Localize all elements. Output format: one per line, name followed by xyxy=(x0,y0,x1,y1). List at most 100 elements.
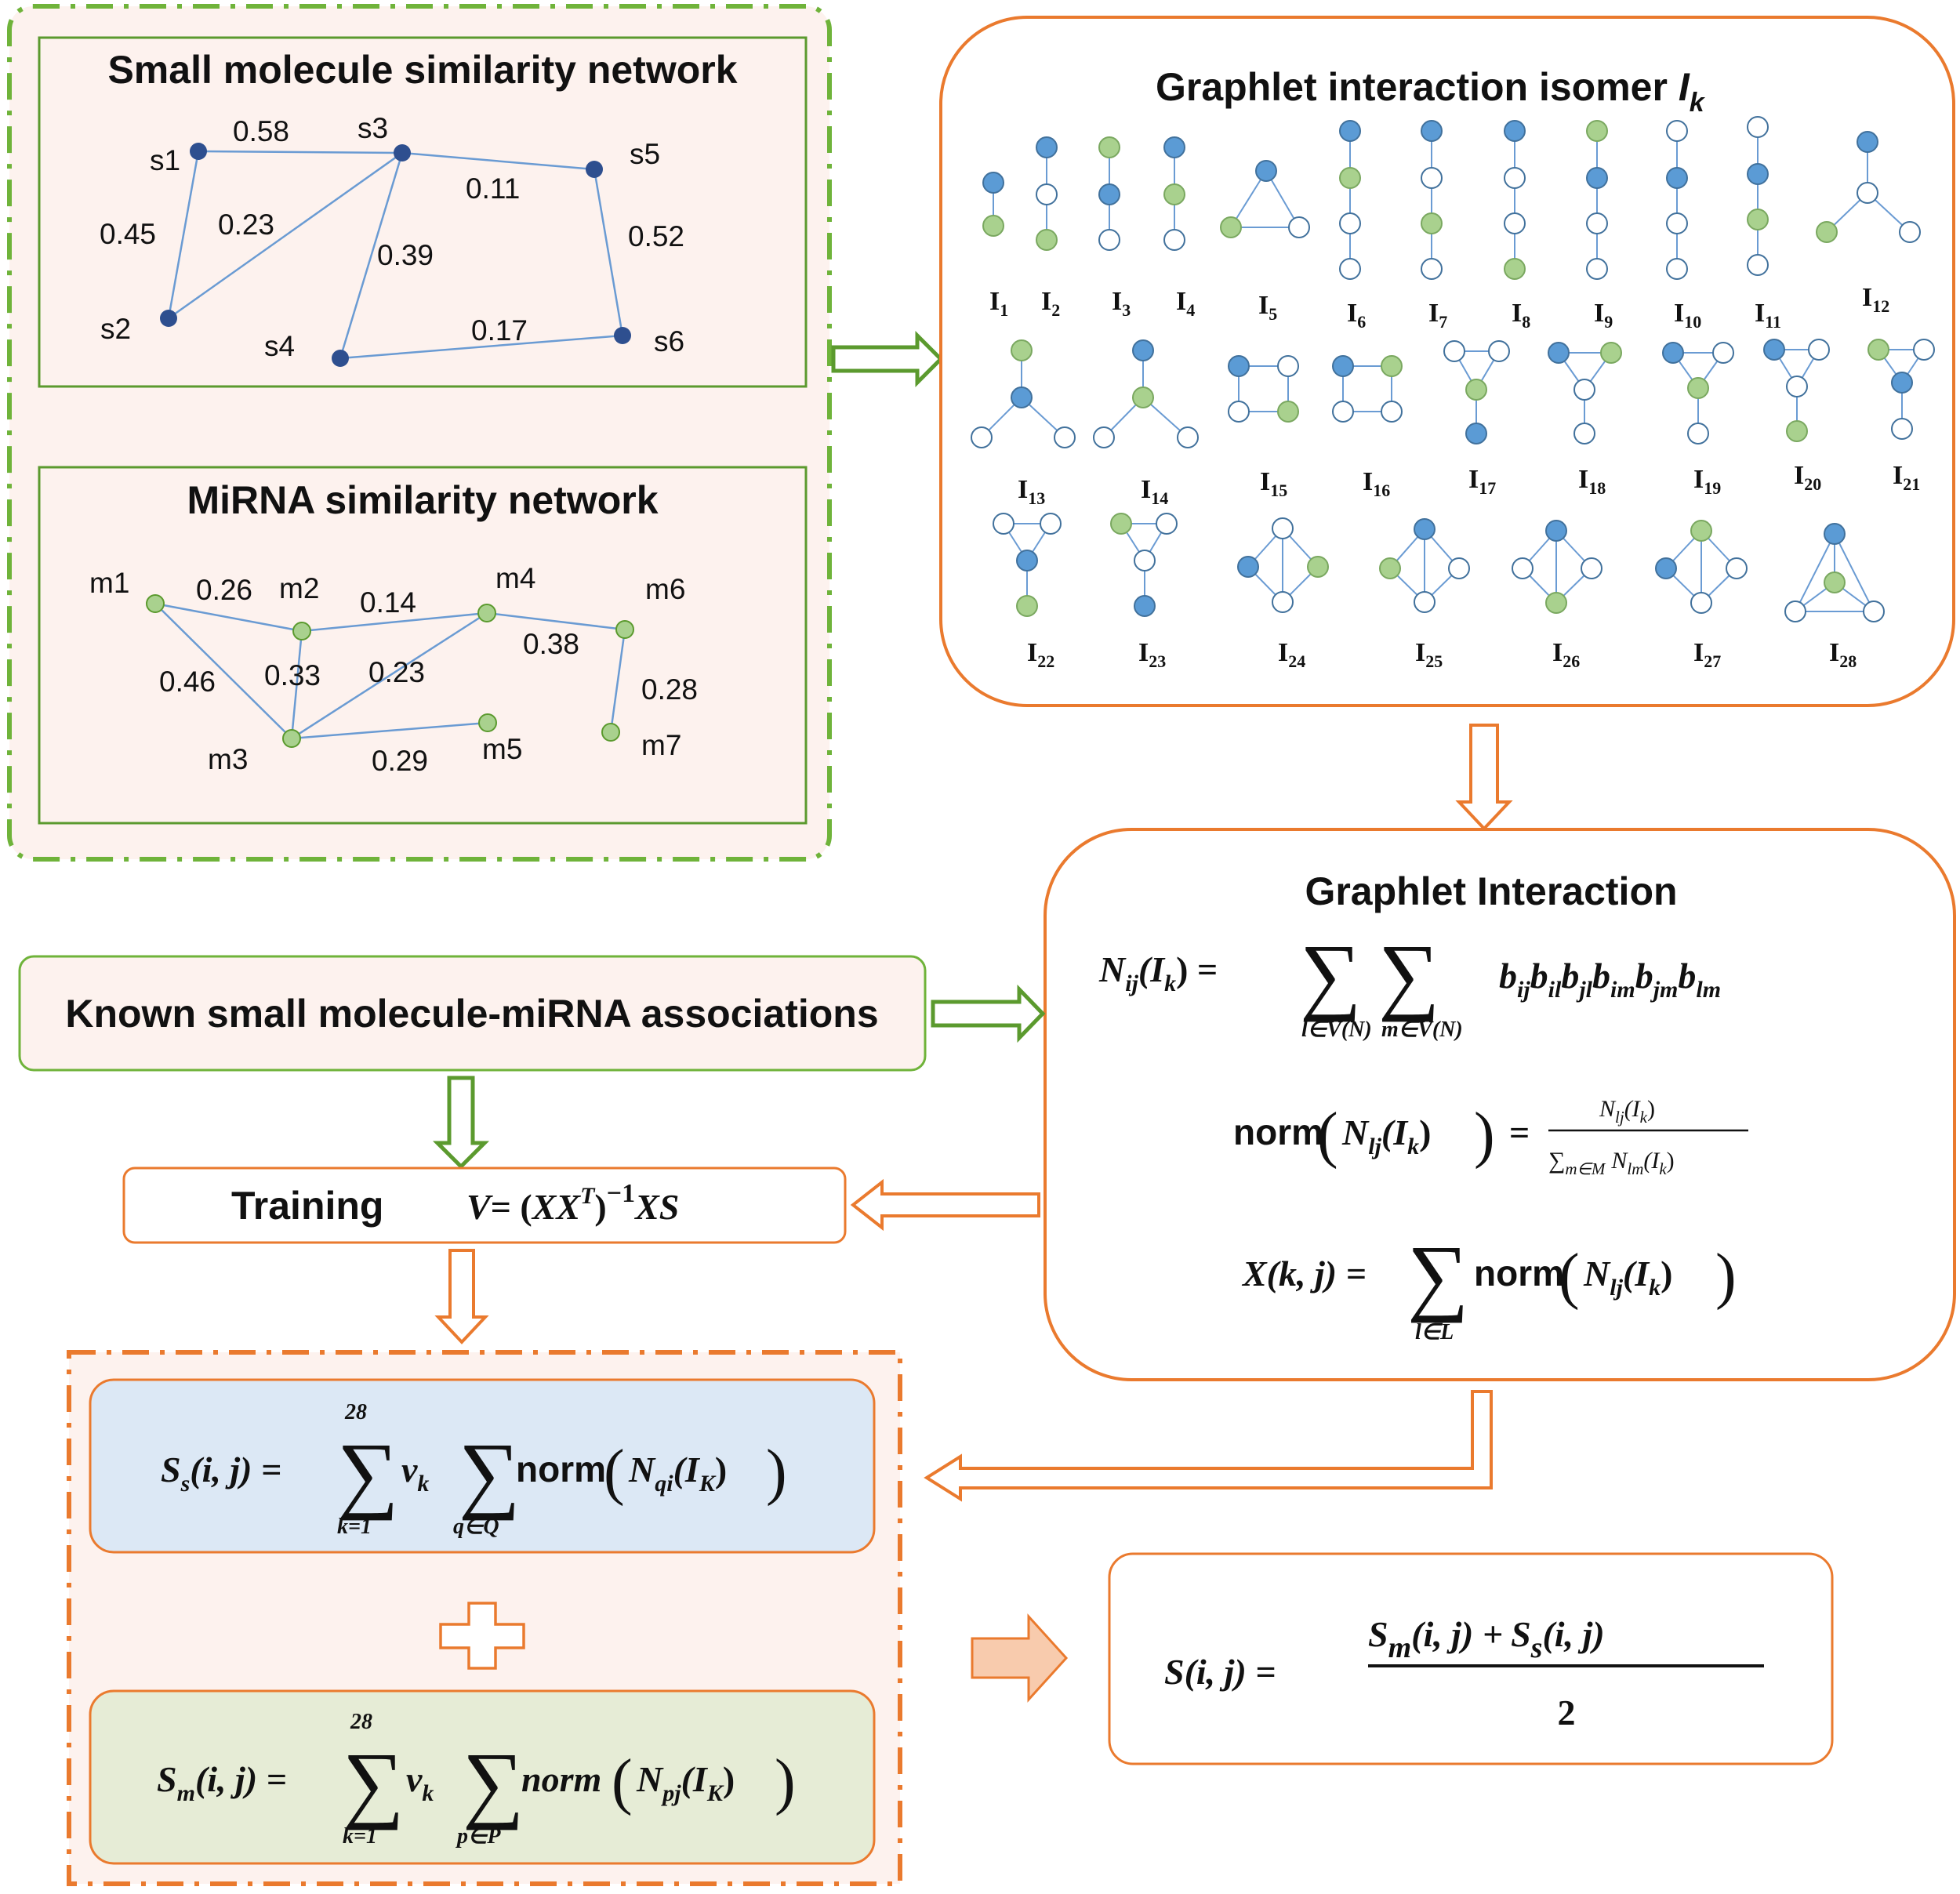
node-label: s2 xyxy=(100,313,131,345)
isomer-glyph-24 xyxy=(1237,517,1329,613)
isomer-glyph-6 xyxy=(1339,120,1361,280)
svg-text:norm: norm xyxy=(516,1449,606,1489)
isomer-label: I13 xyxy=(1018,475,1045,508)
node-m1 xyxy=(146,594,165,613)
isomer-node xyxy=(1272,517,1294,539)
isomer-node xyxy=(1011,339,1033,361)
isomer-glyph-18 xyxy=(1548,342,1622,444)
isomer-glyph-22 xyxy=(993,513,1062,617)
isomer-node xyxy=(1747,254,1769,276)
node-m3 xyxy=(282,729,301,748)
arrow-to-training xyxy=(432,1076,490,1170)
isomer-node xyxy=(1163,229,1185,251)
svg-text:(: ( xyxy=(1317,1101,1338,1170)
isomer-glyph-10 xyxy=(1666,120,1688,280)
isomer-label: I1 xyxy=(989,287,1008,320)
isomer-label: I26 xyxy=(1552,638,1580,671)
mirna-nodes xyxy=(146,594,634,748)
svg-text:∑: ∑ xyxy=(459,1425,520,1521)
isomer-glyph-1 xyxy=(982,172,1004,237)
mirna-edges xyxy=(154,602,626,740)
isomer-node xyxy=(1016,595,1038,617)
isomer-node xyxy=(1548,342,1570,364)
isomer-node xyxy=(1379,557,1401,579)
svg-text:Sm(i, j) =: Sm(i, j) = xyxy=(157,1759,287,1806)
edge-weight: 0.14 xyxy=(360,586,416,619)
isomer-node xyxy=(1332,355,1354,377)
isomer-label: I28 xyxy=(1829,638,1857,671)
isomer-label: I2 xyxy=(1041,287,1060,320)
arrow-to-training-from-graphlet xyxy=(850,1178,1040,1232)
isomer-node xyxy=(1036,229,1058,251)
node-label: s4 xyxy=(264,330,295,362)
node-label: m7 xyxy=(641,729,681,761)
isomer-node xyxy=(1332,401,1354,423)
isomer-glyph-5 xyxy=(1220,160,1310,238)
svg-text:): ) xyxy=(1474,1101,1495,1170)
isomer-glyph-28 xyxy=(1784,523,1885,622)
edge-weight: 0.46 xyxy=(159,666,216,698)
isomer-label: I24 xyxy=(1278,638,1305,671)
isomer-panel-title: Graphlet interaction isomer Ik xyxy=(1156,65,1706,118)
isomer-node xyxy=(1448,557,1470,579)
small-molecule-nodes xyxy=(160,143,631,367)
isomer-node xyxy=(1586,212,1608,234)
isomer-node xyxy=(1255,160,1277,182)
edge-weight: 0.52 xyxy=(628,220,684,252)
isomer-node xyxy=(1504,167,1526,189)
edge-weight: 0.11 xyxy=(466,172,520,205)
graphlet-interaction-panel xyxy=(1044,828,1956,1381)
svg-text:norm: norm xyxy=(1474,1253,1564,1294)
isomer-node xyxy=(1747,163,1769,185)
svg-text:S(i, j) =: S(i, j) = xyxy=(1164,1652,1276,1692)
isomer-glyph-23 xyxy=(1110,513,1178,617)
isomer-node xyxy=(1666,120,1688,142)
isomer-node xyxy=(1381,355,1403,377)
isomer-node xyxy=(1277,355,1299,377)
node-label: s5 xyxy=(630,138,660,170)
svg-text:m∈V(N): m∈V(N) xyxy=(1381,1018,1463,1042)
svg-text:Nlj(Ik): Nlj(Ik) xyxy=(1341,1112,1431,1159)
isomer-glyph-20 xyxy=(1763,339,1830,442)
isomer-node xyxy=(1421,167,1443,189)
formula-ss: Ss(i, j) = 28 ∑ k=1 vk ∑ q∈Q norm ( Nqi(… xyxy=(161,1400,787,1539)
isomer-node xyxy=(1036,183,1058,205)
isomer-panel xyxy=(939,16,1955,707)
isomer-label: I7 xyxy=(1428,299,1447,332)
isomer-node xyxy=(1504,212,1526,234)
isomer-node xyxy=(1857,182,1878,204)
svg-text:∑: ∑ xyxy=(1378,927,1439,1022)
ss-formula-box xyxy=(89,1378,876,1554)
node-label: m5 xyxy=(482,733,522,765)
isomer-node xyxy=(1586,258,1608,280)
svg-text:∑: ∑ xyxy=(343,1735,404,1831)
small-molecule-network-title: Small molecule similarity network xyxy=(107,48,737,92)
isomer-node xyxy=(1786,376,1808,397)
isomer-label: I16 xyxy=(1363,467,1390,500)
isomer-edge xyxy=(1795,533,1835,612)
graphlet-interaction-title: Graphlet Interaction xyxy=(1305,869,1677,913)
isomer-node xyxy=(1307,556,1329,578)
edge-weight: 0.58 xyxy=(233,115,289,147)
isomer-node xyxy=(1237,556,1259,578)
node-label: s6 xyxy=(654,325,684,357)
isomer-node xyxy=(1132,386,1154,408)
isomer-node xyxy=(1600,342,1622,364)
isomer-node xyxy=(1488,340,1510,362)
isomer-node xyxy=(993,513,1014,535)
edge-weight: 0.33 xyxy=(264,659,321,691)
isomer-glyph-8 xyxy=(1504,120,1526,280)
isomer-label: I19 xyxy=(1693,465,1721,498)
node-label: m6 xyxy=(645,573,685,605)
isomer-node xyxy=(1054,426,1076,448)
isomer-node xyxy=(1586,120,1608,142)
svg-text:Nqi(IK): Nqi(IK) xyxy=(628,1450,727,1497)
svg-text:28: 28 xyxy=(350,1710,372,1734)
isomer-node xyxy=(982,215,1004,237)
isomer-glyph-13 xyxy=(971,339,1076,448)
isomer-glyph-25 xyxy=(1379,518,1470,613)
isomer-node xyxy=(1132,339,1154,361)
node-s1 xyxy=(190,143,207,160)
